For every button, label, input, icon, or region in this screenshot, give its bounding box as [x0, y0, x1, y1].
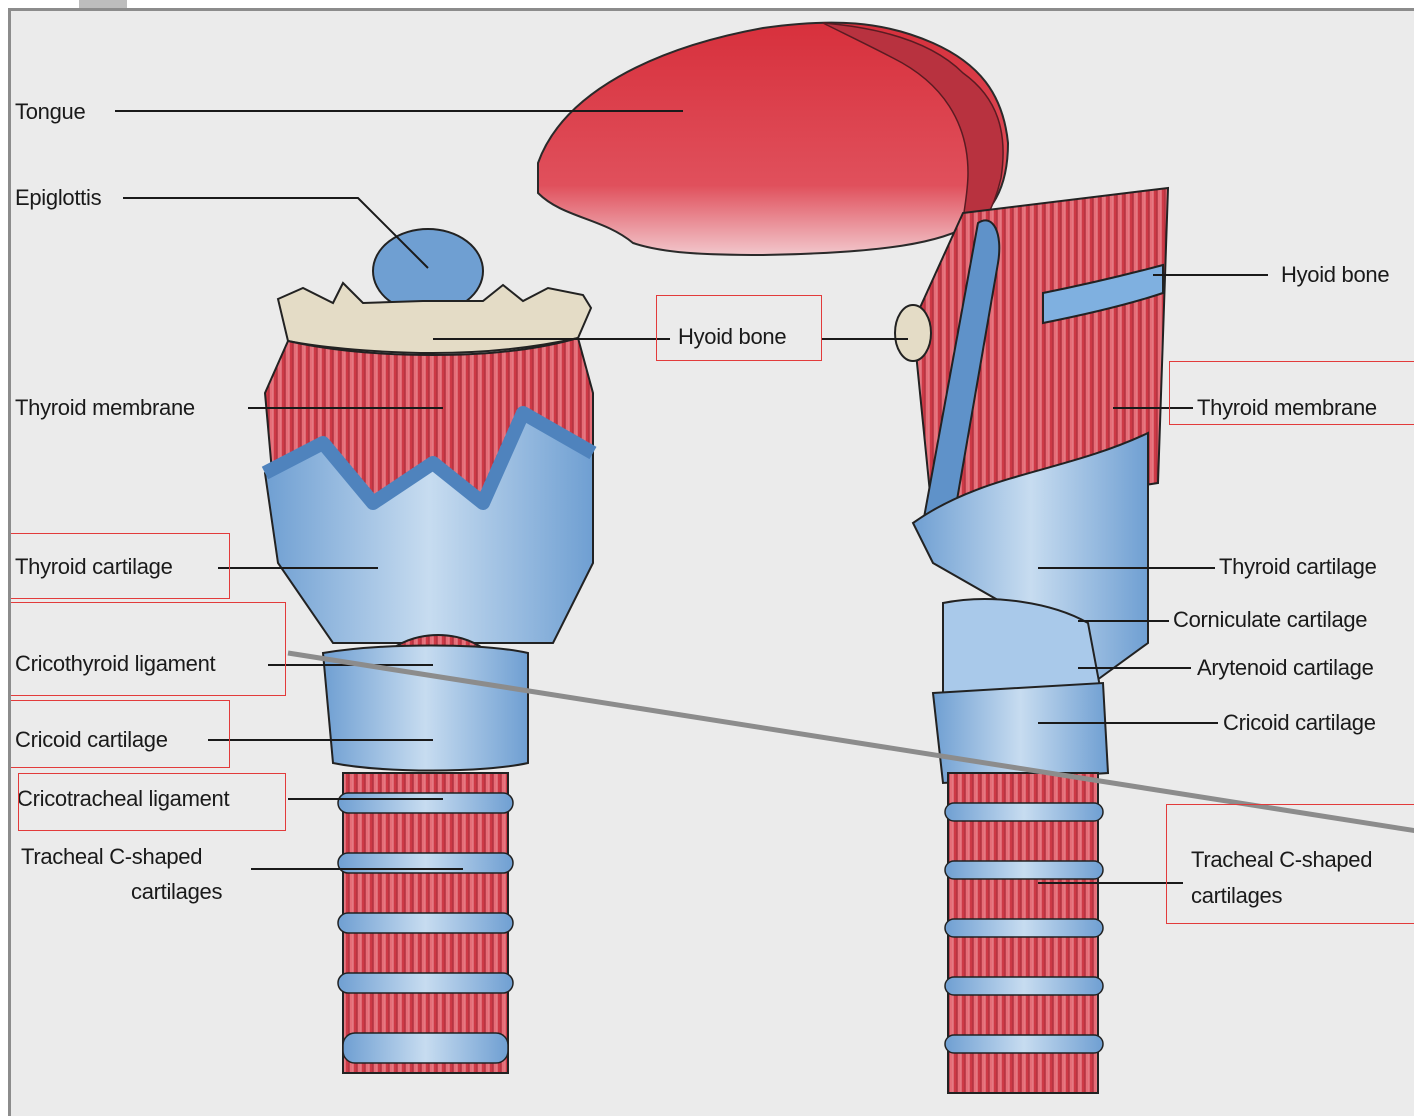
label-corniculate-cartilage: Corniculate cartilage: [1173, 607, 1367, 633]
front-larynx: [265, 229, 593, 1073]
highlight-cricotracheal-ligament: [18, 773, 286, 831]
highlight-thyroid-cartilage-left: [9, 533, 230, 599]
label-arytenoid-cartilage: Arytenoid cartilage: [1197, 655, 1374, 681]
label-tongue: Tongue: [15, 99, 85, 125]
label-thyroid-membrane-left: Thyroid membrane: [15, 395, 195, 421]
highlight-cricothyroid-ligament: [8, 602, 286, 696]
label-tracheal-left-line1: Tracheal C-shaped: [21, 844, 202, 870]
label-hyoid-bone-right: Hyoid bone: [1281, 262, 1389, 288]
label-tracheal-left-line2: cartilages: [131, 879, 222, 905]
highlight-hyoid-bone-center: [656, 295, 822, 361]
highlight-cricoid-cartilage-left: [9, 700, 230, 768]
highlight-tracheal-right: [1166, 804, 1414, 924]
tongue-shape: [538, 23, 1008, 255]
diagram-frame: Tongue Epiglottis Thyroid membrane Thyro…: [8, 8, 1414, 1116]
lateral-larynx: [895, 188, 1168, 1093]
label-cricoid-cartilage-right: Cricoid cartilage: [1223, 710, 1376, 736]
label-epiglottis: Epiglottis: [15, 185, 101, 211]
label-thyroid-cartilage-right: Thyroid cartilage: [1219, 554, 1377, 580]
highlight-thyroid-membrane-right: [1169, 361, 1414, 425]
